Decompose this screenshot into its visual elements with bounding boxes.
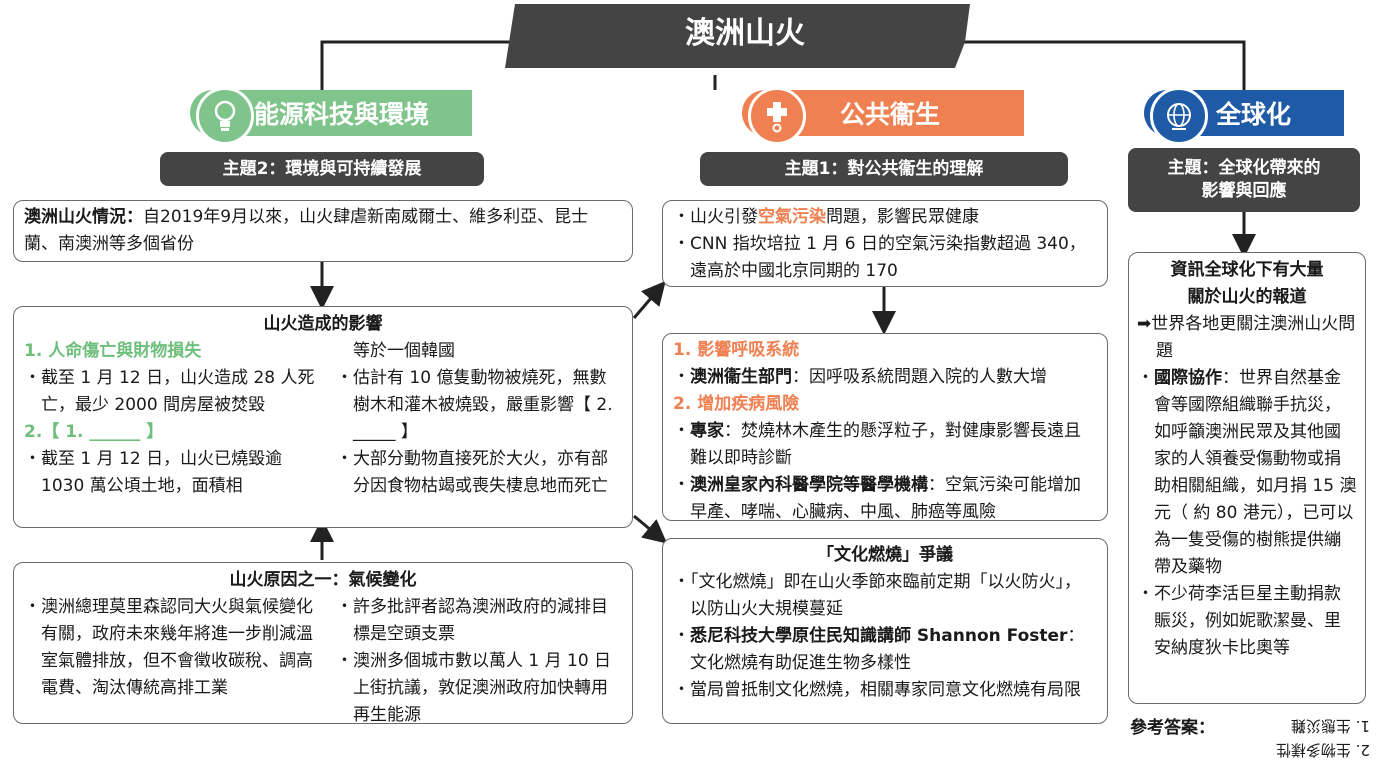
globalization-box: 資訊全球化下有大量 關於山火的報道 ➡世界各地更關注澳洲山火問題 ・國際協作：世… bbox=[1128, 252, 1366, 704]
impact-bullet-3: ・估計有 10 億隻動物被燒死，無數樹木和灌木被燒毀，嚴重影響【 2. ____… bbox=[336, 368, 613, 442]
theme-energy: 主題2：環境與可持續發展 bbox=[160, 152, 484, 186]
impact-heading-2: 2.【 1. ______ 】 bbox=[24, 422, 164, 442]
impact-bullet-2-cont: 等於一個韓國 bbox=[353, 341, 455, 361]
category-global-label: 全球化 bbox=[1216, 100, 1292, 129]
answers-upside-down: 2. 生物多樣性 1. 生態災難 bbox=[1245, 714, 1370, 762]
answer-1: 1. 生態災難 bbox=[1290, 717, 1370, 735]
blank-2: _____ bbox=[353, 422, 396, 442]
answers-label: 參考答案： bbox=[1130, 718, 1215, 738]
impact-bullet-2: ・截至 1 月 12 日，山火已燒毀逾 1030 萬公頃土地，面積相 bbox=[24, 449, 283, 496]
pollution-box: ・山火引發空氣污染問題，影響民眾健康 ・CNN 指坎培拉 1 月 6 日的空氣污… bbox=[662, 200, 1108, 287]
theme-health: 主題1：對公共衞生的理解 bbox=[700, 152, 1068, 186]
answer-2: 2. 生物多樣性 bbox=[1275, 741, 1370, 759]
globalization-arrow-line: ➡世界各地更關注澳洲山火問題 bbox=[1137, 314, 1356, 361]
impact-box: 山火造成的影響 1. 人命傷亡與財物損失 ・截至 1 月 12 日，山火造成 2… bbox=[13, 306, 633, 528]
health-heading-2: 2. 增加疾病風險 bbox=[673, 394, 800, 414]
lightbulb-icon bbox=[196, 87, 254, 145]
pollution-bullet-2: ・CNN 指坎培拉 1 月 6 日的空氣污染指數超過 340，遠高於中國北京同期… bbox=[673, 234, 1086, 281]
impact-bullet-1: ・截至 1 月 12 日，山火造成 28 人死亡，最少 2000 間房屋被焚毀 bbox=[24, 368, 315, 415]
diagram-title: 澳洲山火 bbox=[685, 16, 805, 51]
category-global: 全球化 bbox=[1144, 87, 1344, 145]
blank-1: ______ bbox=[89, 422, 141, 442]
cause-bullet-1: ・澳洲總理莫里森認同大火與氣候變化有關，政府未來幾年將進一步削減溫室氣體排放，但… bbox=[24, 597, 313, 698]
cultural-bullet-2: ・悉尼科技大學原住民知識講師 Shannon Foster：文化燃燒有助促進生物… bbox=[673, 626, 1085, 673]
cultural-title: 「文化燃燒」爭議 bbox=[817, 545, 953, 565]
situation-label: 澳洲山火情況： bbox=[24, 207, 143, 227]
pollution-bullet-1: ・山火引發空氣污染問題，影響民眾健康 bbox=[673, 207, 979, 227]
globalization-bullet-1: ・國際協作：世界自然基金會等國際組織聯手抗災，如呼籲澳洲民眾及其他國家的人領養受… bbox=[1137, 368, 1357, 577]
category-health: 公共衞生 bbox=[742, 87, 1024, 145]
theme-global-line2: 影響與回應 bbox=[1201, 181, 1287, 201]
health-bullet-1: ・澳洲衞生部門：因呼吸系統問題入院的人數大增 bbox=[673, 367, 1047, 387]
pollution-highlight: 空氣污染 bbox=[758, 207, 826, 227]
health-bullet-2: ・專家：焚燒林木產生的懸浮粒子，對健康影響長遠且難以即時診斷 bbox=[673, 421, 1081, 468]
cause-bullet-2: ・許多批評者認為澳洲政府的減排目標是空頭支票 bbox=[336, 597, 608, 644]
health-effects-box: 1. 影響呼吸系統 ・澳洲衞生部門：因呼吸系統問題入院的人數大增 2. 增加疾病… bbox=[662, 333, 1108, 522]
cultural-box: 「文化燃燒」爭議 ・「文化燃燒」即在山火季節來臨前定期「以火防火」，以防山火大規… bbox=[662, 538, 1108, 724]
health-bullet-3: ・澳洲皇家內科醫學院等醫學機構：空氣污染可能增加早產、哮喘、心臟病、中風、肺癌等… bbox=[673, 475, 1081, 522]
impact-heading-1: 1. 人命傷亡與財物損失 bbox=[24, 341, 202, 361]
impact-title: 山火造成的影響 bbox=[263, 314, 383, 334]
globalization-title-1: 資訊全球化下有大量 bbox=[1170, 260, 1324, 280]
category-energy: 能源科技與環境 bbox=[190, 87, 472, 145]
title-banner-shape bbox=[505, 4, 970, 68]
theme-global-line1: 主題：全球化帶來的 bbox=[1167, 158, 1321, 179]
cause-bullet-3: ・澳洲多個城市數以萬人 1 月 10 日上街抗議，敦促澳洲政府加快轉用再生能源 bbox=[336, 651, 612, 725]
cause-title: 山火原因之一：氣候變化 bbox=[229, 570, 417, 590]
globalization-bullet-2: ・不少荷李活巨星主動捐款賑災，例如妮歌潔曼、里安納度狄卡比奧等 bbox=[1137, 584, 1341, 658]
right-arrow-icon: ➡ bbox=[1137, 314, 1152, 334]
health-heading-1: 1. 影響呼吸系統 bbox=[673, 340, 800, 360]
situation-text: 自2019年9月以來，山火肆虐新南威爾士、維多利亞、昆士蘭、南澳洲等多個省份 bbox=[24, 207, 589, 254]
theme-global: 主題：全球化帶來的 影響與回應 bbox=[1128, 148, 1360, 212]
cause-box: 山火原因之一：氣候變化 ・澳洲總理莫里森認同大火與氣候變化有關，政府未來幾年將進… bbox=[13, 562, 633, 725]
situation-box: 澳洲山火情況：自2019年9月以來，山火肆虐新南威爾士、維多利亞、昆士蘭、南澳洲… bbox=[13, 200, 633, 262]
category-energy-label: 能源科技與環境 bbox=[254, 100, 430, 129]
stethoscope-icon bbox=[748, 87, 806, 145]
globe-icon bbox=[1150, 87, 1208, 145]
category-health-label: 公共衞生 bbox=[840, 100, 941, 129]
cultural-bullet-1: ・「文化燃燒」即在山火季節來臨前定期「以火防火」，以防山火大規模蔓延 bbox=[673, 572, 1081, 619]
impact-bullet-4: ・大部分動物直接死於大火，亦有部分因食物枯竭或喪失棲息地而死亡 bbox=[336, 449, 608, 496]
cultural-bullet-3: ・當局曾抵制文化燃燒，相關專家同意文化燃燒有局限 bbox=[673, 680, 1081, 700]
globalization-title-2: 關於山火的報道 bbox=[1187, 287, 1307, 307]
